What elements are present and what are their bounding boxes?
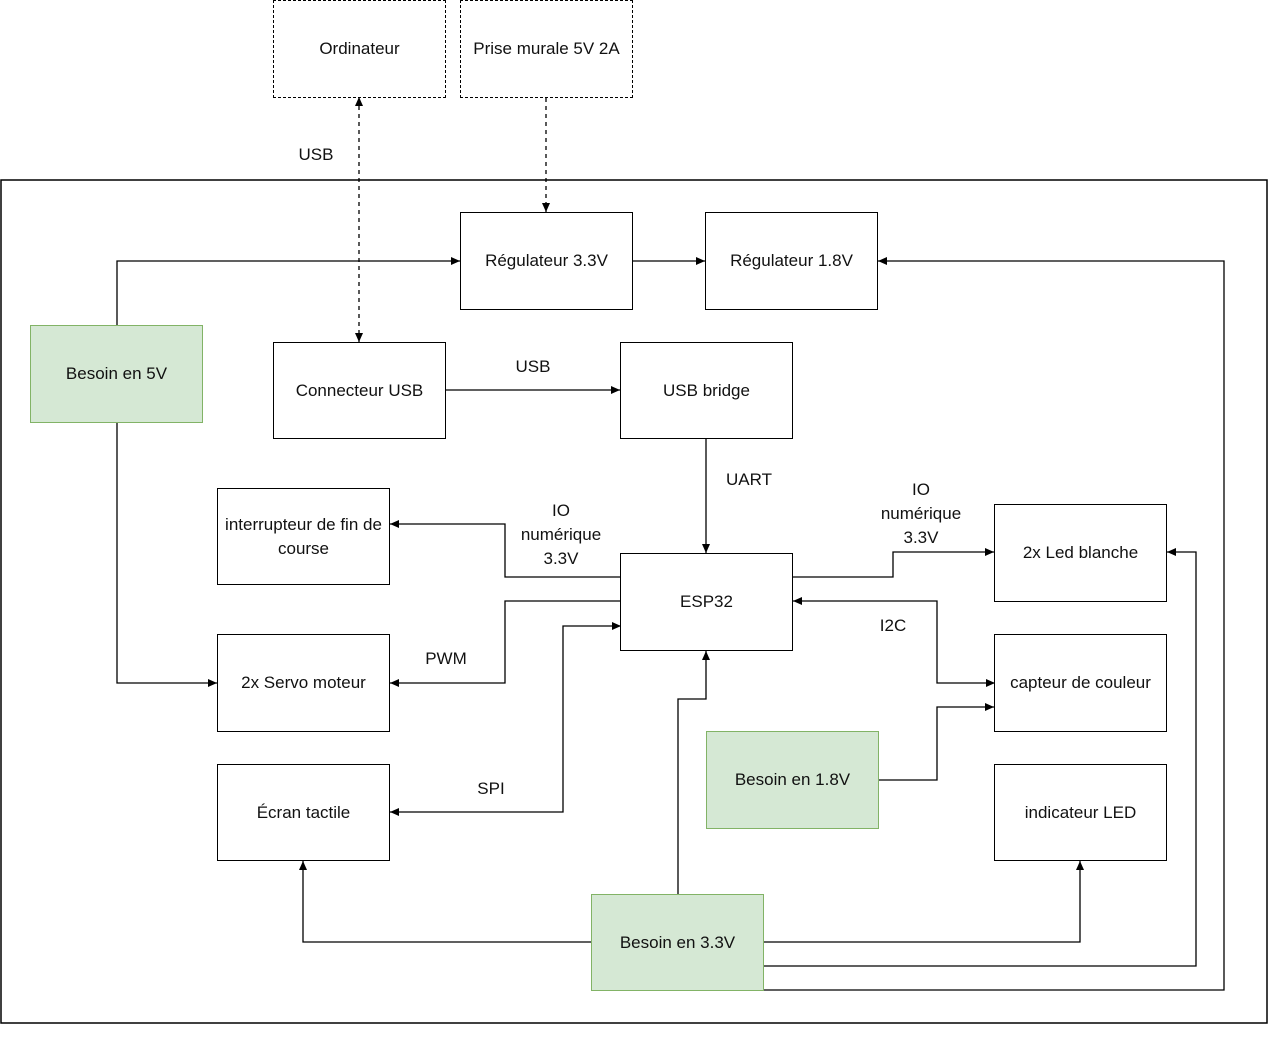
node-esp32: ESP32 [620, 553, 793, 651]
node-led-blanche: 2x Led blanche [994, 504, 1167, 602]
label-usb-bridge: USB [509, 355, 557, 379]
label-io-right: IO numérique 3.3V [871, 478, 971, 550]
node-besoin-3v3: Besoin en 3.3V [591, 894, 764, 991]
edge-besoin33v-led-blanche [764, 548, 1197, 967]
node-interrupteur-fin-de-course: interrupteur de fin de course [217, 488, 390, 585]
edge-esp32-ecran-spi [390, 622, 621, 816]
system-boundary [0, 179, 1268, 1024]
label-io-left: IO numérique 3.3V [511, 499, 611, 571]
label-uart: UART [720, 468, 778, 492]
node-capteur-couleur: capteur de couleur [994, 634, 1167, 732]
node-indicateur-led: indicateur LED [994, 764, 1167, 861]
label-pwm: PWM [419, 647, 473, 671]
edge-besoin18v-capteur [879, 703, 994, 781]
node-regulateur-1v8: Régulateur 1.8V [705, 212, 878, 310]
edge-besoin33v-indicateur [764, 861, 1084, 943]
node-servo-moteur: 2x Servo moteur [217, 634, 390, 732]
edge-esp32-capteur-i2c [793, 597, 995, 687]
label-usb-top: USB [292, 143, 340, 167]
edge-besoin33v-regulateur18 [764, 257, 1225, 991]
node-besoin-1v8: Besoin en 1.8V [706, 731, 879, 829]
node-prise-murale: Prise murale 5V 2A [460, 0, 633, 98]
node-regulateur-3v3: Régulateur 3.3V [460, 212, 633, 310]
edge-esp32-led-blanche [793, 548, 994, 578]
edge-besoin5v-regulateur33 [116, 257, 460, 325]
label-i2c: I2C [872, 614, 914, 638]
edge-esp32-interrupteur [390, 520, 620, 578]
edge-besoin33v-esp32 [677, 651, 710, 894]
label-spi: SPI [470, 777, 512, 801]
node-ecran-tactile: Écran tactile [217, 764, 390, 861]
node-usb-bridge: USB bridge [620, 342, 793, 439]
edge-besoin5v-servo [116, 423, 217, 687]
node-connecteur-usb: Connecteur USB [273, 342, 446, 439]
node-besoin-5v: Besoin en 5V [30, 325, 203, 423]
edge-besoin33v-ecran [299, 861, 591, 943]
node-ordinateur: Ordinateur [273, 0, 446, 98]
